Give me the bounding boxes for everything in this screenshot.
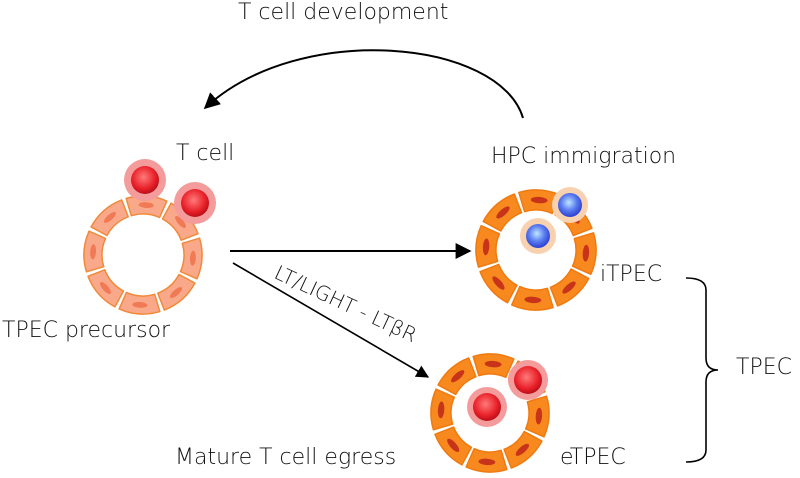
cell-nucleus bbox=[138, 202, 154, 209]
cell-nucleus bbox=[515, 443, 530, 456]
label-itpec: iTPEC bbox=[600, 262, 663, 287]
cell-nucleus bbox=[535, 407, 543, 425]
label-etpec: eTPEC bbox=[560, 445, 626, 470]
cell-nucleus bbox=[582, 244, 590, 262]
label-hpc-immigration: HPC immigration bbox=[491, 144, 677, 169]
cell-nucleus bbox=[103, 212, 116, 223]
cell-nucleus bbox=[484, 360, 502, 368]
label-tpec-precursor: TPEC precursor bbox=[2, 318, 171, 343]
cell-nucleus bbox=[478, 458, 496, 466]
cell-nucleus bbox=[100, 282, 111, 295]
tpec-precursor-ring bbox=[83, 195, 203, 315]
cell-nucleus bbox=[530, 196, 548, 204]
t-cell bbox=[174, 182, 216, 224]
cell-nucleus bbox=[482, 238, 490, 256]
hpc-cell bbox=[552, 187, 588, 223]
label-tpec: TPEC bbox=[736, 355, 792, 380]
tpec-brace bbox=[685, 277, 719, 463]
t-cell-development-arrow bbox=[203, 49, 524, 119]
t-cell bbox=[124, 159, 166, 201]
cell-nucleus bbox=[450, 370, 465, 383]
label-mature-t-cell-egress: Mature T cell egress bbox=[175, 445, 397, 470]
cell-nucleus bbox=[496, 206, 510, 219]
cell-nucleus bbox=[90, 244, 97, 260]
cell-nucleus bbox=[447, 438, 460, 453]
cell-nucleus bbox=[175, 215, 186, 228]
cell-nucleus bbox=[170, 287, 183, 298]
label-t-cell: T cell bbox=[176, 141, 235, 166]
label-t-cell-development: T cell development bbox=[238, 0, 449, 25]
cell-nucleus bbox=[562, 281, 576, 294]
mature-t-cell bbox=[508, 360, 548, 400]
cell-nucleus bbox=[524, 296, 542, 304]
hpc-cell bbox=[520, 218, 556, 254]
cell-nucleus bbox=[492, 276, 505, 290]
mature-t-cell bbox=[467, 387, 507, 427]
cell-nucleus bbox=[437, 401, 445, 419]
to-etpec-arrow bbox=[232, 262, 430, 378]
etpec-ring bbox=[430, 353, 550, 473]
cell-nucleus bbox=[189, 250, 196, 266]
cell-nucleus bbox=[132, 301, 148, 308]
